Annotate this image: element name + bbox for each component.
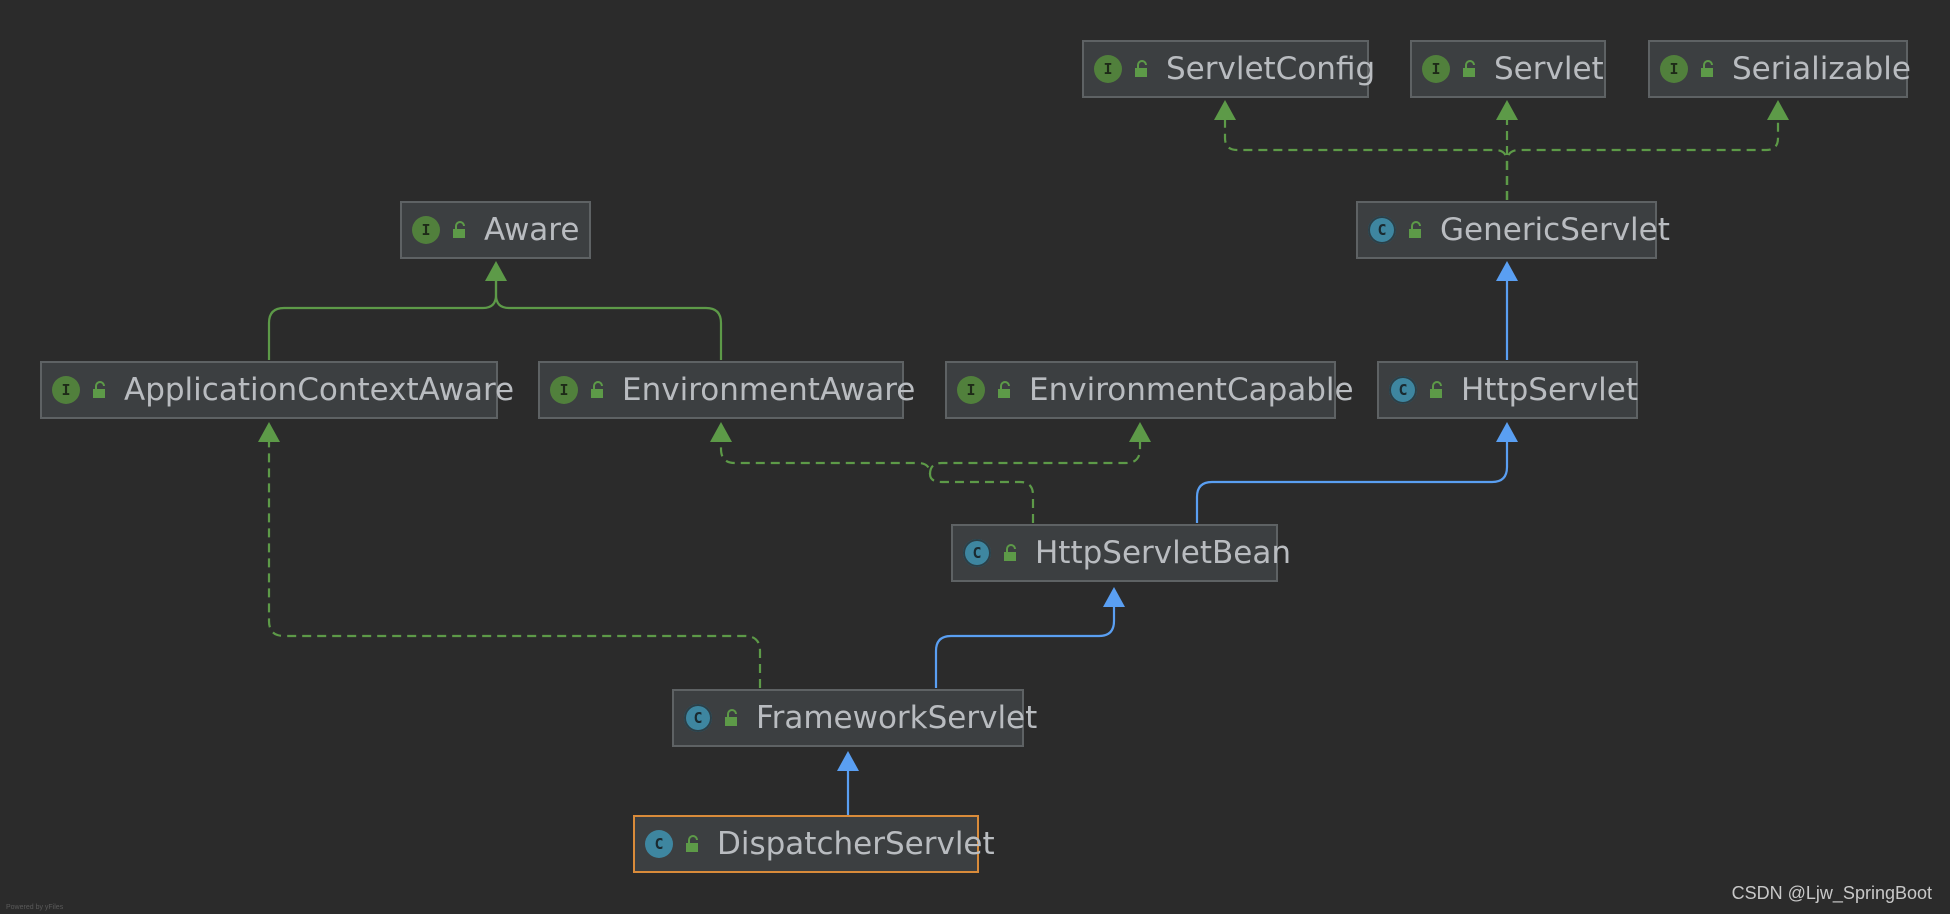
unlocked-icon	[1409, 221, 1421, 238]
powered-by-credit: Powered by yFiles	[6, 904, 64, 911]
unlocked-icon	[1430, 381, 1442, 398]
arrowhead-frameworkservlet	[837, 751, 859, 771]
edge-environmentaware-aware	[494, 281, 723, 360]
class-node-servletconfig[interactable]: I ServletConfig	[1082, 40, 1375, 98]
class-node-servlet[interactable]: I Servlet	[1410, 40, 1606, 98]
class-node-aware[interactable]: I Aware	[400, 201, 591, 259]
interface-icon: I	[1094, 55, 1122, 83]
arrowhead-aware	[485, 261, 507, 281]
unlocked-icon	[93, 381, 105, 398]
edge-httpservletbean-httpservlet	[1195, 442, 1509, 523]
arrowhead-httpservlet	[1496, 422, 1518, 442]
watermark: CSDN @Ljw_SpringBoot	[1731, 883, 1932, 903]
unlocked-icon	[725, 709, 737, 726]
abstract-class-icon: C	[1368, 216, 1396, 244]
edge-frameworkservlet-httpservletbean	[934, 607, 1116, 688]
class-node-httpservletbean[interactable]: C HttpServletBean	[951, 524, 1291, 582]
abstract-class-icon: C	[963, 539, 991, 567]
arrowhead-applicationcontextaware	[258, 422, 280, 442]
class-node-httpservlet[interactable]: C HttpServlet	[1377, 361, 1638, 419]
class-node-frameworkservlet[interactable]: C FrameworkServlet	[672, 689, 1037, 747]
class-name: FrameworkServlet	[756, 699, 1038, 736]
arrowhead-servlet	[1496, 100, 1518, 120]
unlocked-icon	[998, 381, 1010, 398]
class-node-applicationcontextaware[interactable]: I ApplicationContextAware	[40, 361, 514, 419]
unlocked-icon	[591, 381, 603, 398]
class-node-serializable[interactable]: I Serializable	[1648, 40, 1911, 98]
unlocked-icon	[686, 835, 698, 852]
edge-applicationcontextaware-aware	[267, 281, 498, 360]
class-name: HttpServlet	[1461, 371, 1638, 408]
interface-icon: I	[412, 216, 440, 244]
unlocked-icon	[1004, 544, 1016, 561]
class-name: EnvironmentCapable	[1029, 371, 1354, 408]
class-name: GenericServlet	[1440, 211, 1670, 248]
unlocked-icon	[453, 221, 465, 238]
class-name: Servlet	[1494, 50, 1604, 87]
interface-icon: I	[550, 376, 578, 404]
class-name: DispatcherServlet	[717, 825, 995, 862]
interface-icon: I	[1660, 55, 1688, 83]
class-node-environmentcapable[interactable]: I EnvironmentCapable	[945, 361, 1354, 419]
arrowhead-serializable	[1767, 100, 1789, 120]
arrowhead-environmentcapable	[1129, 422, 1151, 442]
class-node-genericservlet[interactable]: C GenericServlet	[1356, 201, 1670, 259]
edge-httpservletbean-environmentcapable	[928, 442, 1142, 475]
class-icon: C	[645, 830, 673, 858]
class-name: EnvironmentAware	[622, 371, 916, 408]
arrowhead-servletconfig	[1214, 100, 1236, 120]
edge-genericservlet-serializable	[1505, 120, 1780, 200]
class-name: ServletConfig	[1166, 50, 1376, 87]
abstract-class-icon: C	[684, 704, 712, 732]
class-name: Aware	[484, 211, 580, 248]
edge-frameworkservlet-applicationcontextaware	[267, 442, 762, 688]
abstract-class-icon: C	[1389, 376, 1417, 404]
edge-genericservlet-servletconfig	[1223, 120, 1509, 200]
class-name: ApplicationContextAware	[124, 371, 515, 408]
unlocked-icon	[1463, 60, 1475, 77]
edge-httpservletbean-environmentaware	[719, 442, 1035, 523]
class-name: Serializable	[1732, 50, 1911, 87]
class-node-dispatcherservlet[interactable]: C DispatcherServlet	[633, 815, 995, 873]
interface-icon: I	[52, 376, 80, 404]
arrowhead-environmentaware	[710, 422, 732, 442]
interface-icon: I	[957, 376, 985, 404]
unlocked-icon	[1135, 60, 1147, 77]
unlocked-icon	[1701, 60, 1713, 77]
class-name: HttpServletBean	[1035, 534, 1291, 571]
arrowhead-genericservlet	[1496, 261, 1518, 281]
class-node-environmentaware[interactable]: I EnvironmentAware	[538, 361, 915, 419]
arrowhead-httpservletbean	[1103, 587, 1125, 607]
interface-icon: I	[1422, 55, 1450, 83]
